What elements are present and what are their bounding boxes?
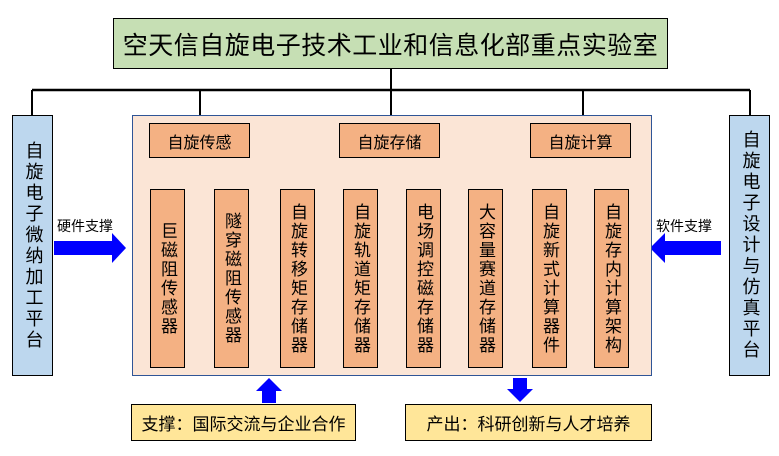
category-spin-computing: 自旋计算: [530, 123, 631, 158]
category-label: 自旋计算: [548, 132, 613, 152]
output-label: 产出：科研创新与人才培养: [426, 415, 631, 435]
category-label: 自旋存储: [357, 132, 422, 152]
category-spin-storage: 自旋存储: [339, 123, 440, 158]
left-platform-box: 自旋电子微纳加工平台: [12, 115, 53, 376]
leaf-label: 隧穿磁阻传感器: [221, 212, 241, 345]
category-spin-sensing: 自旋传感: [149, 123, 250, 158]
leaf-electric-field-memory: 电场调控磁存储器: [406, 189, 441, 368]
output-down-arrow-icon: [507, 378, 533, 402]
leaf-label: 巨磁阻传感器: [157, 221, 177, 336]
leaf-gmr-sensor: 巨磁阻传感器: [150, 189, 185, 368]
hardware-support-arrow-icon: [54, 233, 126, 263]
leaf-label: 电场调控磁存储器: [413, 202, 433, 355]
leaf-label: 自旋转移矩存储器: [287, 202, 307, 355]
leaf-label: 自旋存内计算架构: [601, 202, 621, 355]
hardware-support-label: 硬件支撑: [57, 219, 113, 235]
support-up-arrow-icon: [256, 378, 282, 403]
leaf-racetrack-memory: 大容量赛道存储器: [468, 189, 503, 368]
support-box: 支撑：国际交流与企业合作: [131, 404, 356, 441]
category-label: 自旋传感: [167, 132, 232, 152]
lab-title: 空天信自旋电子技术工业和信息化部重点实验室: [122, 30, 659, 60]
leaf-novel-computing-device: 自旋新式计算器件: [532, 189, 567, 368]
leaf-in-memory-computing: 自旋存内计算架构: [594, 189, 629, 368]
leaf-label: 自旋新式计算器件: [539, 202, 559, 355]
left-platform-label: 自旋电子微纳加工平台: [22, 140, 44, 351]
software-support-label: 软件支撑: [656, 219, 712, 235]
software-support-arrow-icon: [650, 233, 721, 263]
leaf-label: 自旋轨道矩存储器: [350, 202, 370, 355]
support-label: 支撑：国际交流与企业合作: [141, 415, 346, 435]
right-platform-box: 自旋电子设计与仿真平台: [729, 115, 770, 376]
leaf-tmr-sensor: 隧穿磁阻传感器: [214, 189, 249, 368]
lab-title-box: 空天信自旋电子技术工业和信息化部重点实验室: [113, 18, 668, 69]
output-box: 产出：科研创新与人才培养: [405, 404, 652, 441]
leaf-stt-memory: 自旋转移矩存储器: [280, 189, 315, 368]
leaf-label: 大容量赛道存储器: [475, 202, 495, 355]
right-platform-label: 自旋电子设计与仿真平台: [739, 130, 761, 361]
leaf-sot-memory: 自旋轨道矩存储器: [343, 189, 378, 368]
